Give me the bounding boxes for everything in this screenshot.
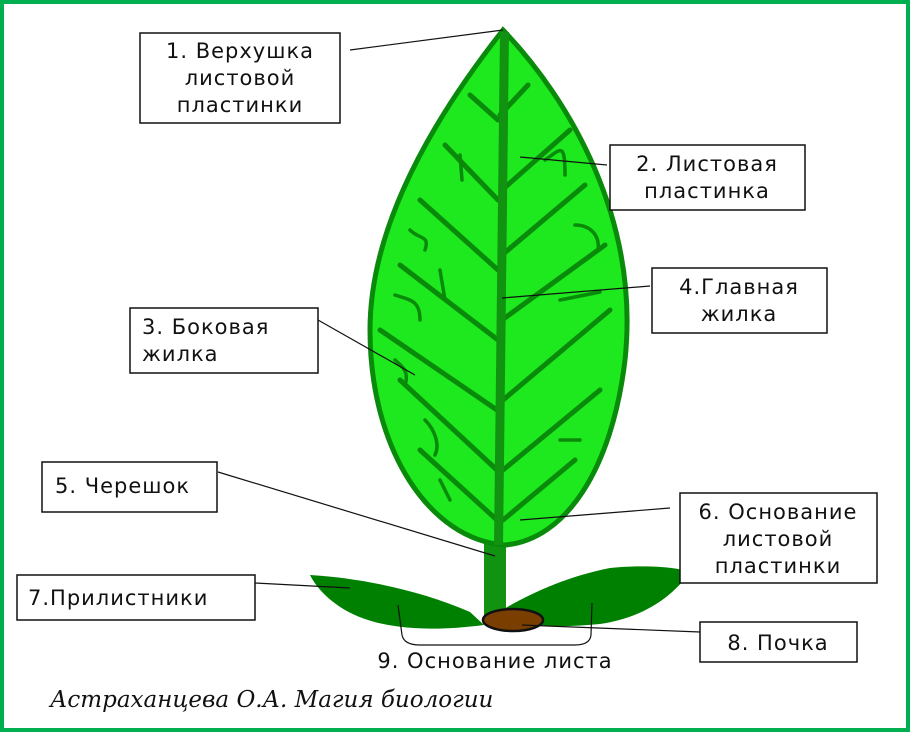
leader-blade xyxy=(519,156,608,166)
label-apex-line3: пластинки xyxy=(177,93,304,117)
author-credit: Астраханцева О.А. Магия биологии xyxy=(48,687,493,713)
petiole xyxy=(484,540,506,622)
label-stipules: 7.Прилистники xyxy=(16,574,256,621)
stipule-right xyxy=(486,566,690,627)
leader-petiole xyxy=(217,471,496,557)
leader-lateral-vein xyxy=(317,319,416,376)
label-stipules-line1: 7.Прилистники xyxy=(28,586,208,610)
label-blade: 2. Листовая пластинка xyxy=(609,144,806,211)
label-apex-line1: 1. Верхушка xyxy=(166,39,314,63)
label-petiole: 5. Черешок xyxy=(41,461,218,513)
label-lateral-vein-line2: жилка xyxy=(142,342,219,366)
label-blade-base-line2: листовой xyxy=(723,527,834,551)
stipule-left xyxy=(310,575,484,629)
label-apex: 1. Верхушка листовой пластинки xyxy=(139,32,341,124)
label-apex-line2: листовой xyxy=(185,66,296,90)
label-main-vein-line2: жилка xyxy=(701,302,778,326)
label-bud: 8. Почка xyxy=(699,621,858,663)
lateral-veins xyxy=(377,82,613,523)
leader-main-vein xyxy=(501,285,651,299)
label-main-vein-line1: 4.Главная xyxy=(679,275,799,299)
label-main-vein: 4.Главная жилка xyxy=(651,267,828,334)
label-bud-line1: 8. Почка xyxy=(727,631,828,655)
label-blade-line1: 2. Листовая xyxy=(636,152,778,176)
label-lateral-vein: 3. Боковая жилка xyxy=(129,307,319,374)
label-blade-base-line3: пластинки xyxy=(715,554,842,578)
label-petiole-line1: 5. Черешок xyxy=(55,474,190,498)
bud xyxy=(481,607,545,633)
leader-bud xyxy=(521,624,701,633)
label-blade-base-line1: 6. Основание xyxy=(699,500,858,524)
label-blade-line2: пластинка xyxy=(644,179,770,203)
label-lateral-vein-line1: 3. Боковая xyxy=(142,315,269,339)
leader-blade-base xyxy=(519,507,671,521)
label-leaf-base: 9. Основание листа xyxy=(377,649,612,673)
leaf-base-bracket xyxy=(397,602,593,646)
leader-apex xyxy=(349,29,504,51)
leader-stipules xyxy=(254,582,351,589)
main-vein xyxy=(494,32,509,545)
label-blade-base: 6. Основание листовой пластинки xyxy=(679,492,878,584)
